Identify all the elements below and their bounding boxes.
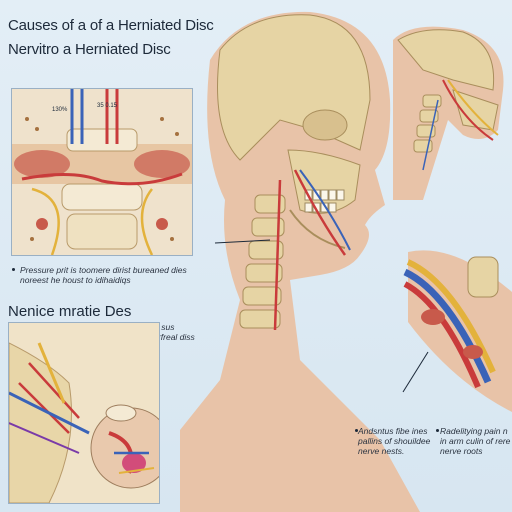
title-line-1: Causes of a of a Herniated Disc	[8, 17, 214, 34]
caption-bullet-right2	[436, 429, 439, 432]
caption-bullet-right1	[355, 429, 358, 432]
spinal-segment-illustration	[12, 89, 192, 255]
inset1-label-right: 35 0.15	[97, 103, 118, 109]
caption-left: Pressure prit is toomere dirist bureaned…	[20, 265, 187, 285]
head-neck-illustration	[180, 0, 420, 512]
section-title: Nenice mratie Des	[8, 303, 132, 320]
head-neck-svg	[180, 11, 420, 512]
nerve-root-inset	[393, 232, 512, 412]
nerve-compression-illustration	[9, 323, 159, 503]
caption-bottom-right-2: Radelitying pain n in arm culin of rere …	[440, 426, 511, 456]
skull-side-illustration	[393, 26, 504, 200]
caption-bullet	[12, 268, 15, 271]
nerve-root-illustration	[402, 250, 512, 412]
spinal-segment-inset: 130% 35 0.15	[11, 88, 193, 256]
nerve-compression-inset	[8, 322, 160, 504]
caption-bottom-right-1: Andsntus fibe ines pallins of shouildee …	[358, 426, 431, 456]
skull-side-inset	[393, 20, 512, 200]
inset1-label-left: 130%	[52, 107, 68, 113]
title-line-2: Nervitro a Herniated Disc	[8, 41, 171, 58]
